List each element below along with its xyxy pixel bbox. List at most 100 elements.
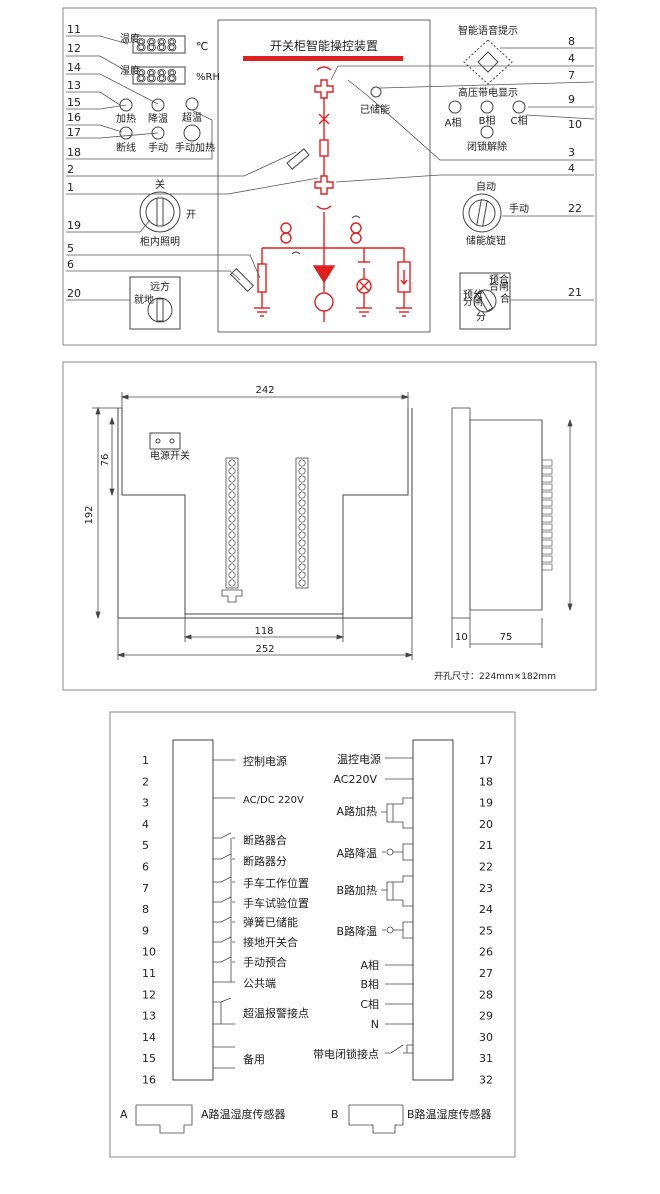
left-terminal-number: 13: [142, 1010, 156, 1023]
callout-15: 15: [67, 96, 81, 109]
callout-19: 19: [67, 219, 81, 232]
temp-display: [132, 35, 186, 54]
label-a-heat: A路加热: [336, 805, 377, 818]
manual-label: 手动: [148, 141, 168, 154]
right-terminal-number: 20: [479, 818, 493, 831]
local-label: 就地: [134, 293, 154, 306]
unlock-label: 闭锁解除: [467, 140, 507, 153]
phase-a-label: A相: [445, 116, 462, 129]
right-terminal-number: 26: [479, 946, 493, 959]
terminal-block-left: [228, 459, 236, 587]
right-terminal-number: 29: [479, 1010, 493, 1023]
side-terminal-tick: [541, 475, 553, 483]
side-terminal-tick: [541, 483, 553, 491]
right-terminal-number: 24: [479, 903, 493, 916]
side-terminal-tick: [541, 539, 553, 547]
knob-on-label: 开: [186, 210, 196, 221]
storage-knob-caption: 储能旋钮: [466, 234, 506, 247]
phase-b-led: [480, 100, 494, 114]
left-terminal-number: 15: [142, 1052, 156, 1065]
manual-mode-label: 手动: [509, 202, 529, 215]
control-switch-dial: [473, 289, 497, 313]
side-terminal-tick: [541, 507, 553, 515]
mimic-grey-parts: [229, 148, 361, 293]
left-terminal-number: 1: [142, 754, 149, 767]
right-terminal-number: 28: [479, 988, 493, 1001]
label-control-power: 控制电源: [243, 754, 287, 768]
side-terminal-tick: [541, 523, 553, 531]
side-terminal-tick: [541, 531, 553, 539]
label-manual-preclose: 手动预合: [243, 955, 287, 969]
label-spring-charged: 弹簧已储能: [243, 915, 298, 929]
disconnect-led: [119, 126, 133, 140]
left-terminal-number: 2: [142, 775, 149, 788]
unlock-button[interactable]: [480, 125, 494, 139]
dim-118: 118: [254, 626, 273, 637]
terminal-screw: [298, 507, 306, 515]
left-terminal-number: 5: [142, 839, 149, 852]
terminal-screw: [228, 483, 236, 491]
power-switch-label: 电源开关: [150, 449, 190, 462]
side-terminal-tick: [541, 515, 553, 523]
sw21-label-0: 预合: [489, 273, 509, 286]
terminal-screw: [298, 499, 306, 507]
lighting-knob[interactable]: [139, 191, 181, 233]
dimension-drawing: 电源开关: [62, 361, 597, 691]
dim-76: 76: [100, 454, 111, 467]
terminal-screw: [298, 539, 306, 547]
manual-heat-button[interactable]: [183, 124, 201, 142]
left-terminal-number: 10: [142, 946, 156, 959]
speaker-icon: [463, 39, 513, 85]
terminal-screw: [298, 523, 306, 531]
terminal-screw: [228, 475, 236, 483]
callout-numbers: 11 12 14 13 15 16 17 18 2 1 19 5 6 20 8 …: [67, 23, 582, 300]
terminal-screw: [298, 571, 306, 579]
label-ac220v: AC220V: [333, 773, 377, 786]
control-switch-21[interactable]: [459, 272, 511, 330]
label-temp-power: 温控电源: [337, 752, 381, 766]
title-red-bar: [243, 56, 403, 61]
cool-button[interactable]: [151, 98, 165, 112]
label-ac-dc: AC/DC 220V: [243, 795, 304, 806]
left-terminal-number: 16: [142, 1074, 156, 1087]
right-terminal-number: 22: [479, 861, 493, 874]
sensor-a-label: A路温湿度传感器: [201, 1107, 286, 1121]
callout-16: 16: [67, 111, 81, 124]
sw21-label-4: 合: [500, 292, 510, 305]
callout-11: 11: [67, 23, 81, 36]
right-terminal-number: 25: [479, 924, 493, 937]
remote-local-switch[interactable]: [129, 276, 181, 330]
callout-21: 21: [568, 286, 582, 299]
storage-knob[interactable]: [462, 193, 502, 233]
callout-leaders: [66, 35, 595, 301]
sw21-label-1: 合闸: [489, 280, 509, 293]
label-overtemp-alarm: 超温报警接点: [243, 1006, 309, 1020]
terminal-screw: [298, 547, 306, 555]
right-terminal-number: 32: [479, 1074, 493, 1087]
manual-heat-label: 手动加热: [175, 141, 215, 154]
manual-button[interactable]: [151, 126, 165, 140]
callout-2: 2: [67, 163, 74, 176]
left-terminal-number: 8: [142, 903, 149, 916]
left-terminal-number: 4: [142, 818, 149, 831]
sw21-label-5: 分: [476, 311, 486, 323]
callout-3: 3: [568, 146, 575, 159]
callout-5: 5: [67, 242, 74, 255]
label-phase-a: A相: [360, 959, 379, 972]
right-terminal-number: 23: [479, 882, 493, 895]
callout-14: 14: [67, 61, 81, 74]
terminal-screw: [228, 579, 236, 587]
label-b-cool: B路降温: [336, 924, 377, 938]
dimension-lines: [92, 392, 573, 660]
auto-label: 自动: [476, 180, 496, 193]
right-labels: 温控电源 AC220V A路加热 A路降温 B路加热 B路降温 A相 B相 C相…: [313, 752, 381, 1061]
callout-9: 9: [568, 93, 575, 106]
wiring-lines: [135, 757, 413, 1134]
terminal-screw: [228, 499, 236, 507]
terminal-screw: [298, 467, 306, 475]
label-breaker-close: 断路器合: [243, 833, 287, 847]
voice-title: 智能语音提示: [458, 24, 518, 37]
label-a-cool: A路降温: [336, 846, 377, 860]
terminal-blocks: [221, 457, 309, 603]
